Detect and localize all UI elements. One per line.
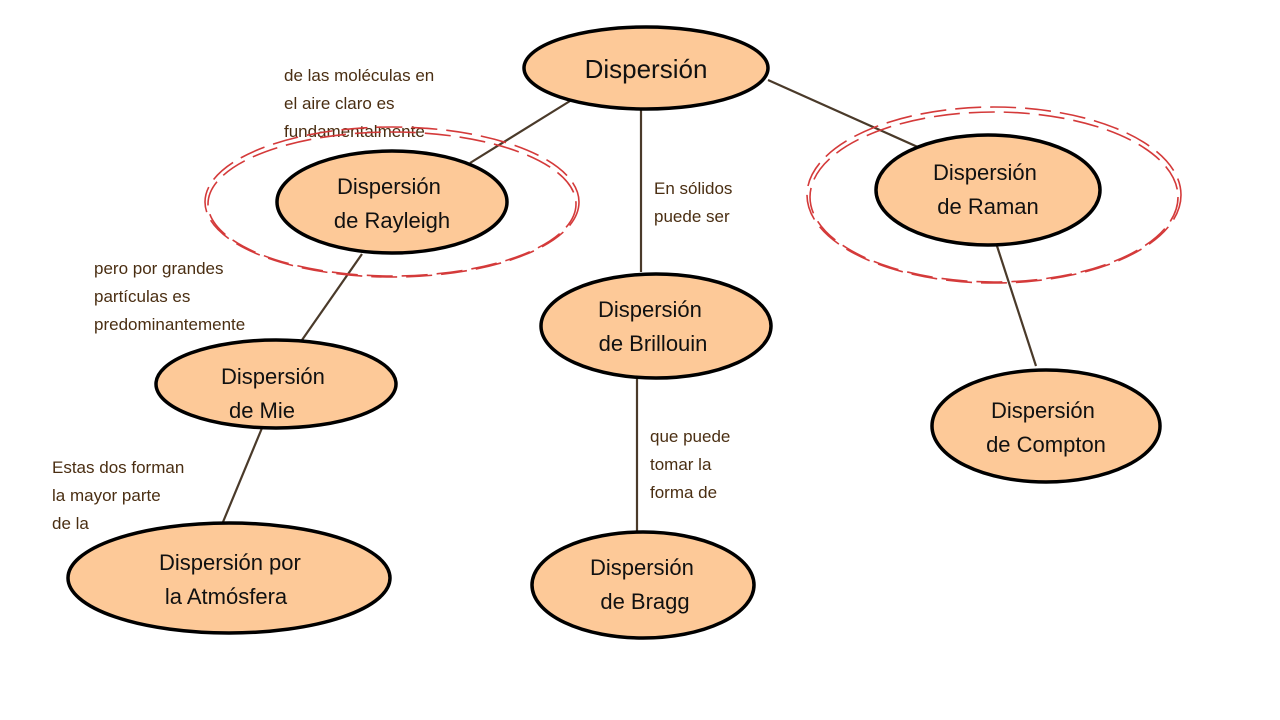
- edges: [221, 78, 1038, 532]
- node-rayleigh-label: Dispersión de Rayleigh: [334, 174, 450, 233]
- node-root-label: Dispersión: [585, 54, 708, 84]
- node-bragg-shape: [530, 530, 756, 640]
- edge-raman-compton: [995, 245, 1038, 367]
- edge-label-rayleigh-mie: pero por grandes partículas es predomina…: [94, 259, 245, 334]
- node-root-shape: [522, 25, 770, 111]
- node-compton: Dispersión de Compton: [930, 368, 1162, 484]
- node-bragg: Dispersión de Bragg: [530, 530, 756, 640]
- node-mie-label: Dispersión de Mie: [221, 364, 331, 423]
- node-raman: Dispersión de Raman: [874, 133, 1102, 247]
- edge-label-root-brillouin: En sólidos puede ser: [654, 179, 737, 226]
- edge-mie-atmosfera: [221, 427, 264, 523]
- node-brillouin-label: Dispersión de Brillouin: [598, 297, 708, 356]
- edge-root-rayleigh: [469, 100, 571, 164]
- node-atmosfera: Dispersión por la Atmósfera: [66, 521, 392, 635]
- node-atmosfera-label: Dispersión por la Atmósfera: [159, 550, 307, 609]
- highlight-rings: [204, 106, 1182, 284]
- node-root: Dispersión: [522, 25, 770, 111]
- edge-root-raman: [767, 78, 921, 150]
- highlight-ring-rayleigh: [204, 126, 580, 278]
- node-bragg-label: Dispersión de Bragg: [590, 555, 700, 614]
- edge-label-brillouin-bragg: que puede tomar la forma de: [650, 427, 735, 502]
- node-raman-label: Dispersión de Raman: [933, 160, 1043, 219]
- node-raman-shape: [874, 133, 1102, 247]
- node-rayleigh: Dispersión de Rayleigh: [275, 149, 509, 255]
- edge-label-mie-atmosfera: Estas dos forman la mayor parte de la: [52, 458, 189, 533]
- node-brillouin: Dispersión de Brillouin: [539, 272, 773, 380]
- node-mie-shape: [154, 338, 398, 430]
- node-compton-shape: [930, 368, 1162, 484]
- highlight-ring-rayleigh: [207, 131, 577, 277]
- node-rayleigh-shape: [275, 149, 509, 255]
- edge-label-root-rayleigh: de las moléculas en el aire claro es fun…: [284, 66, 439, 141]
- node-compton-label: Dispersión de Compton: [986, 398, 1106, 457]
- highlight-ring-raman: [806, 106, 1182, 284]
- edge-rayleigh-mie: [301, 253, 363, 341]
- highlight-ring-raman: [809, 111, 1179, 283]
- node-brillouin-shape: [539, 272, 773, 380]
- node-mie: Dispersión de Mie: [154, 338, 398, 430]
- node-atmosfera-shape: [66, 521, 392, 635]
